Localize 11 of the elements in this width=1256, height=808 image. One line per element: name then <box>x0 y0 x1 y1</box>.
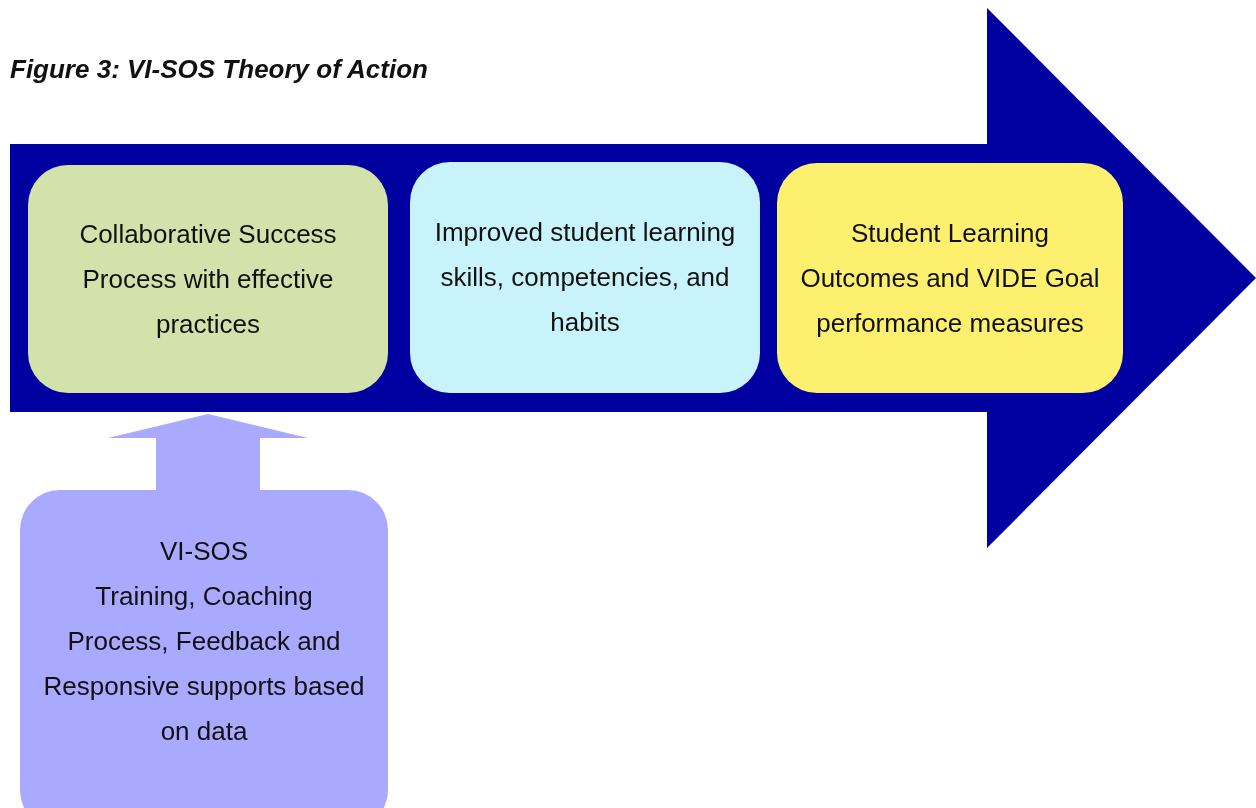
process-box <box>28 165 388 393</box>
box-text: Improved student learning skills, competencies, and habits <box>433 216 737 339</box>
process-box <box>777 163 1123 393</box>
box-text: Training, Coaching Process, Feedback and Responsive supports based on data <box>42 579 366 748</box>
box-heading: VI-SOS <box>159 534 249 568</box>
block-arrow <box>108 414 308 490</box>
box-text: Collaborative Success Process with effective practices <box>78 217 338 341</box>
process-box <box>20 490 388 808</box>
box-text: Student Learning Outcomes and VIDE Goal performance measures <box>799 216 1101 340</box>
process-box <box>410 162 760 393</box>
figure-title: Figure 3: VI-SOS Theory of Action <box>10 54 428 85</box>
